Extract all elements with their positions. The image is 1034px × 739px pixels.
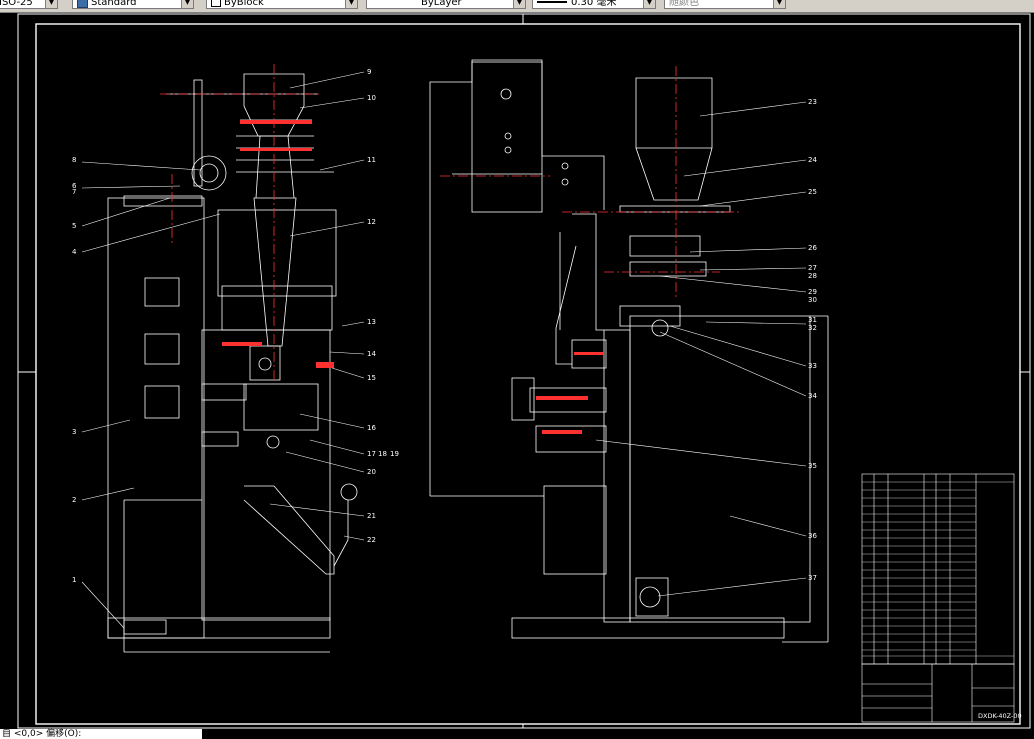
callout-label: 11 <box>367 156 376 164</box>
callout-label: 13 <box>367 318 376 326</box>
callout-label: 17 <box>367 450 376 458</box>
properties-toolbar: ISO-25 ▼ Standard ▼ ByBlock ▼ ByLayer ▼ … <box>0 0 1034 13</box>
callout-label: 23 <box>808 98 817 106</box>
textstyle-select[interactable]: Standard ▼ <box>72 0 194 9</box>
dimstyle-select[interactable]: ISO-25 ▼ <box>0 0 58 9</box>
callout-label: 5 <box>72 222 76 230</box>
side-view <box>429 59 829 643</box>
callout-label: 10 <box>367 94 376 102</box>
callout-label: 37 <box>808 574 817 582</box>
callout-label: 7 <box>72 188 76 196</box>
callout-label: 16 <box>367 424 376 432</box>
dimstyle-value: ISO-25 <box>0 0 33 8</box>
linetype-value: ByLayer <box>421 0 462 8</box>
paper-border <box>17 13 1031 729</box>
callout-labels: 9 10 11 8 6 7 5 4 12 13 14 15 16 17 18 1… <box>72 68 817 584</box>
callout-label: 32 <box>808 324 817 332</box>
callout-label: 20 <box>367 468 376 476</box>
callout-label: 26 <box>808 244 817 252</box>
callout-label: 29 <box>808 288 817 296</box>
linetype-select[interactable]: ByLayer ▼ <box>366 0 526 9</box>
callout-label: 19 <box>390 450 399 458</box>
callout-label: 3 <box>72 428 76 436</box>
callout-label: 28 <box>808 272 817 280</box>
callout-label: 8 <box>72 156 76 164</box>
command-line[interactable]: 自 <0,0> 偏移(O): <box>0 729 202 739</box>
callout-label: 34 <box>808 392 817 400</box>
callout-label: 2 <box>72 496 76 504</box>
parts-list <box>861 473 1015 723</box>
chevron-down-icon[interactable]: ▼ <box>513 0 525 8</box>
callout-label: 33 <box>808 362 817 370</box>
lineweight-select[interactable]: 0.30 毫米 ▼ <box>532 0 656 9</box>
chevron-down-icon[interactable]: ▼ <box>345 0 357 8</box>
callout-label: 1 <box>72 576 76 584</box>
color-swatch-icon <box>211 0 221 7</box>
textstyle-value: Standard <box>91 0 137 8</box>
callout-label: 14 <box>367 350 376 358</box>
chevron-down-icon[interactable]: ▼ <box>643 0 655 8</box>
textstyle-icon <box>77 0 88 8</box>
callout-label: 21 <box>367 512 376 520</box>
drawing-frame <box>35 23 1021 725</box>
plotstyle-select[interactable]: 随颜色 ▼ <box>664 0 786 9</box>
callout-label: 36 <box>808 532 817 540</box>
drawing-canvas[interactable]: 9 10 11 8 6 7 5 4 12 13 14 15 16 17 18 1… <box>0 12 1034 739</box>
callout-label: 6 <box>72 182 77 190</box>
callout-label: 27 <box>808 264 817 272</box>
color-select[interactable]: ByBlock ▼ <box>206 0 358 9</box>
callout-label: 22 <box>367 536 376 544</box>
color-value: ByBlock <box>224 0 264 8</box>
chevron-down-icon[interactable]: ▼ <box>45 0 57 8</box>
front-red-details <box>222 120 334 368</box>
drawing-number: DXDK-40Z-00 <box>978 712 1022 720</box>
leader-lines <box>81 71 807 629</box>
callout-label: 15 <box>367 374 376 382</box>
side-centerlines <box>440 66 740 300</box>
callout-label: 30 <box>808 296 817 304</box>
side-red-details <box>536 352 604 434</box>
plotstyle-value: 随颜色 <box>669 0 699 8</box>
callout-label: 9 <box>367 68 371 76</box>
callout-label: 12 <box>367 218 376 226</box>
callout-label: 4 <box>72 248 77 256</box>
chevron-down-icon[interactable]: ▼ <box>773 0 785 8</box>
callout-label: 24 <box>808 156 817 164</box>
callout-label: 18 <box>378 450 387 458</box>
front-centerlines <box>160 64 320 380</box>
callout-label: 31 <box>808 316 817 324</box>
callout-label: 25 <box>808 188 817 196</box>
callout-label: 35 <box>808 462 817 470</box>
lineweight-value: 0.30 毫米 <box>571 0 617 8</box>
chevron-down-icon[interactable]: ▼ <box>181 0 193 8</box>
lineweight-swatch-icon <box>537 1 567 3</box>
